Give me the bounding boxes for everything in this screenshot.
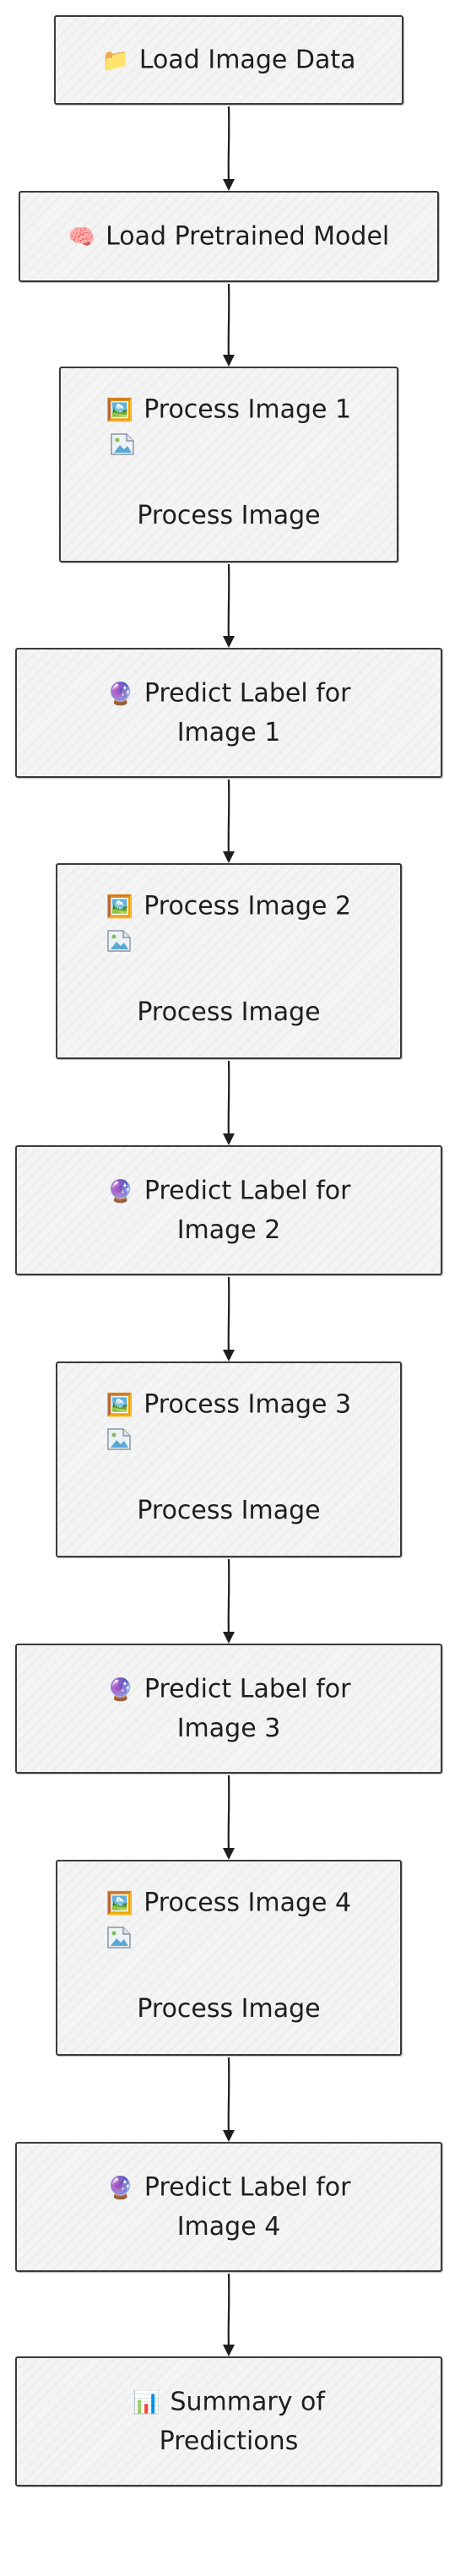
node-load-image-data: 📁 Load Image Data: [54, 15, 403, 105]
node-title-line-2: Image 3: [176, 1713, 281, 1743]
node-title-line-1: Predict Label for: [143, 1674, 351, 1704]
edge-arrow: [223, 2273, 235, 2356]
framed-picture-icon: 🖼️: [106, 894, 134, 920]
edge-arrow: [223, 283, 235, 367]
node-subtitle: Process Image: [137, 997, 321, 1027]
edge-arrow: [223, 1774, 235, 1860]
node-title-line-1: Predict Label for: [143, 2172, 351, 2203]
node-title: Process Image 4: [143, 1888, 352, 1918]
crystal-ball-icon: 🔮: [106, 1677, 134, 1703]
bar-chart-icon: 📊: [133, 2389, 160, 2416]
node-title-line-2: Image 1: [176, 717, 281, 747]
folder-icon: 📁: [101, 47, 129, 73]
node-subtitle: Process Image: [137, 1994, 321, 2024]
node-title: Process Image 1: [143, 394, 352, 425]
edge-arrow: [223, 1558, 235, 1644]
broken-image-icon: [111, 433, 134, 455]
node-title: Process Image 2: [143, 891, 352, 921]
node-process-image-2: 🖼️ Process Image 2 Process Image: [56, 863, 402, 1059]
node-predict-label-2: 🔮 Predict Label for Image 2: [15, 1145, 442, 1275]
node-process-image-1: 🖼️ Process Image 1 Process Image: [59, 367, 398, 562]
framed-picture-icon: 🖼️: [106, 1392, 134, 1418]
node-title-line-1: Predict Label for: [143, 1176, 351, 1206]
edge-arrow: [223, 2057, 235, 2142]
edge-arrow: [223, 563, 235, 648]
node-predict-label-1: 🔮 Predict Label for Image 1: [15, 648, 442, 778]
node-title-line-1: Predict Label for: [143, 678, 351, 709]
node-title-line-2: Image 2: [176, 1215, 281, 1245]
crystal-ball-icon: 🔮: [106, 1178, 134, 1204]
broken-image-icon: [107, 1428, 131, 1450]
edge-arrow: [223, 1276, 235, 1361]
crystal-ball-icon: 🔮: [106, 2175, 134, 2201]
node-title-line-1: Summary of: [170, 2387, 325, 2417]
node-predict-label-4: 🔮 Predict Label for Image 4: [15, 2142, 442, 2272]
node-title: Process Image 3: [143, 1389, 352, 1420]
brain-icon: 🧠: [68, 224, 96, 250]
framed-picture-icon: 🖼️: [106, 397, 134, 423]
edge-arrow: [223, 779, 235, 863]
broken-image-icon: [107, 930, 131, 952]
node-process-image-3: 🖼️ Process Image 3 Process Image: [56, 1361, 402, 1557]
node-title: Load Pretrained Model: [106, 221, 390, 252]
crystal-ball-icon: 🔮: [106, 681, 134, 707]
node-title-line-2: Image 4: [176, 2211, 281, 2242]
node-subtitle: Process Image: [137, 501, 321, 530]
edge-arrow: [223, 1060, 235, 1145]
node-predict-label-3: 🔮 Predict Label for Image 3: [15, 1644, 442, 1774]
node-process-image-4: 🖼️ Process Image 4 Process Image: [56, 1860, 402, 2056]
node-title: Load Image Data: [138, 45, 356, 75]
node-title-line-2: Predictions: [159, 2426, 299, 2456]
broken-image-icon: [107, 1927, 131, 1948]
framed-picture-icon: 🖼️: [106, 1890, 134, 1916]
node-subtitle: Process Image: [137, 1496, 321, 1525]
node-load-pretrained-model: 🧠 Load Pretrained Model: [19, 191, 439, 282]
node-summary: 📊 Summary of Predictions: [15, 2356, 442, 2486]
edge-arrow: [223, 106, 235, 191]
